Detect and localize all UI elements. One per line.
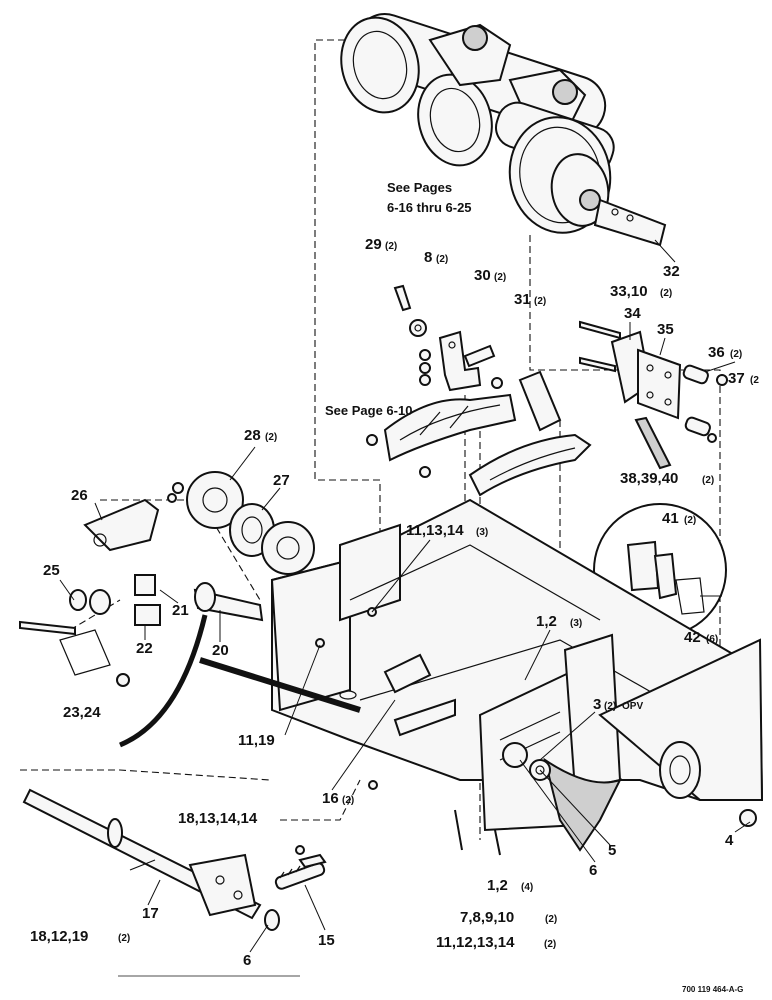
- callout-41: 41: [662, 510, 679, 527]
- callout-1-2-lower-qty: (4): [521, 882, 533, 893]
- callout-36-qty: (2): [730, 349, 742, 360]
- callout-22: 22: [136, 640, 153, 657]
- callout-37: 37: [728, 370, 745, 387]
- callout-42: 42: [684, 629, 701, 646]
- callout-6-shaft: 6: [243, 952, 251, 969]
- callout-18-12-19-qty: (2): [118, 933, 130, 944]
- callout-25: 25: [43, 562, 60, 579]
- main-frame: [270, 498, 764, 852]
- callout-11-13-14-upper: 11,13,14: [406, 522, 464, 539]
- callout-29: 29: [365, 236, 382, 253]
- callout-42-qty: (6): [706, 634, 718, 645]
- callout-31-qty: (2): [534, 296, 546, 307]
- callout-26: 26: [71, 487, 88, 504]
- callout-20: 20: [212, 642, 229, 659]
- lower-shaft-assembly: [22, 788, 327, 931]
- callout-38-39-40: 38,39,40: [620, 470, 678, 487]
- callout-18-13-14-14: 18,13,14,14: [178, 810, 258, 827]
- callout-17: 17: [142, 905, 159, 922]
- callout-3: 3: [593, 696, 601, 713]
- upper-assembly-ref-line1: See Pages: [387, 180, 452, 195]
- callout-11-19: 11,19: [238, 732, 275, 749]
- guide-castings: [366, 370, 592, 497]
- mount-bracket-group: [393, 284, 503, 392]
- callout-11-12-13-14: 11,12,13,14: [436, 934, 515, 951]
- callout-3-qty: (2): [604, 701, 616, 712]
- callout-35: 35: [657, 321, 674, 338]
- callout-41-qty: (2): [684, 515, 696, 526]
- callout-28: 28: [244, 427, 261, 444]
- callout-31: 31: [514, 291, 531, 308]
- callout-36: 36: [708, 344, 725, 361]
- figure-id: 700 119 464-A-G: [682, 985, 743, 994]
- callout-34: 34: [624, 305, 641, 322]
- callout-15: 15: [318, 932, 335, 949]
- callout-1-2-lower: 1,2: [487, 877, 508, 894]
- callout-7-8-9-10-qty: (2): [545, 914, 557, 925]
- callout-4: 4: [725, 832, 734, 849]
- reference-band: [119, 614, 361, 748]
- callout-16-qty: (2): [342, 795, 354, 806]
- callout-8-qty: (2): [436, 254, 448, 265]
- callout-6-frame: 6: [589, 862, 597, 879]
- callout-16: 16: [322, 790, 339, 807]
- upper-rotor-assembly: [340, 13, 667, 247]
- callout-23-24: 23,24: [63, 704, 101, 721]
- callout-11-13-14-upper-qty: (3): [476, 527, 488, 538]
- callout-3-opv: OPV: [622, 701, 643, 712]
- upper-assembly-ref-line2: 6-16 thru 6-25: [387, 200, 472, 215]
- callout-27: 27: [273, 472, 290, 489]
- callout-18-12-19: 18,12,19: [30, 928, 88, 945]
- callout-33-10: 33,10: [610, 283, 648, 300]
- callout-37-qty: (2: [750, 375, 759, 386]
- hardware-bolts: [295, 607, 501, 856]
- callouts: 29 (2) 8 (2) 30 (2) 31 (2) 32 33,10 (2) …: [30, 236, 759, 969]
- callout-1-2-upper: 1,2: [536, 613, 557, 630]
- callout-11-12-13-14-qty: (2): [544, 939, 556, 950]
- callout-30-qty: (2): [494, 272, 506, 283]
- callout-21: 21: [172, 602, 189, 619]
- callout-8: 8: [424, 249, 432, 266]
- callout-29-qty: (2): [385, 241, 397, 252]
- callout-7-8-9-10: 7,8,9,10: [460, 909, 514, 926]
- callout-33-10-qty: (2): [660, 288, 672, 299]
- left-bearing-group: [19, 471, 315, 687]
- callout-38-39-40-qty: (2): [702, 475, 714, 486]
- callout-5: 5: [608, 842, 616, 859]
- callout-1-2-upper-qty: (3): [570, 618, 582, 629]
- guide-assembly-ref: See Page 6-10: [325, 403, 412, 418]
- callout-28-qty: (2): [265, 432, 277, 443]
- callout-32: 32: [663, 263, 680, 280]
- callout-leaders: [59, 239, 751, 953]
- callout-30: 30: [474, 267, 491, 284]
- right-plate-group: [579, 320, 728, 470]
